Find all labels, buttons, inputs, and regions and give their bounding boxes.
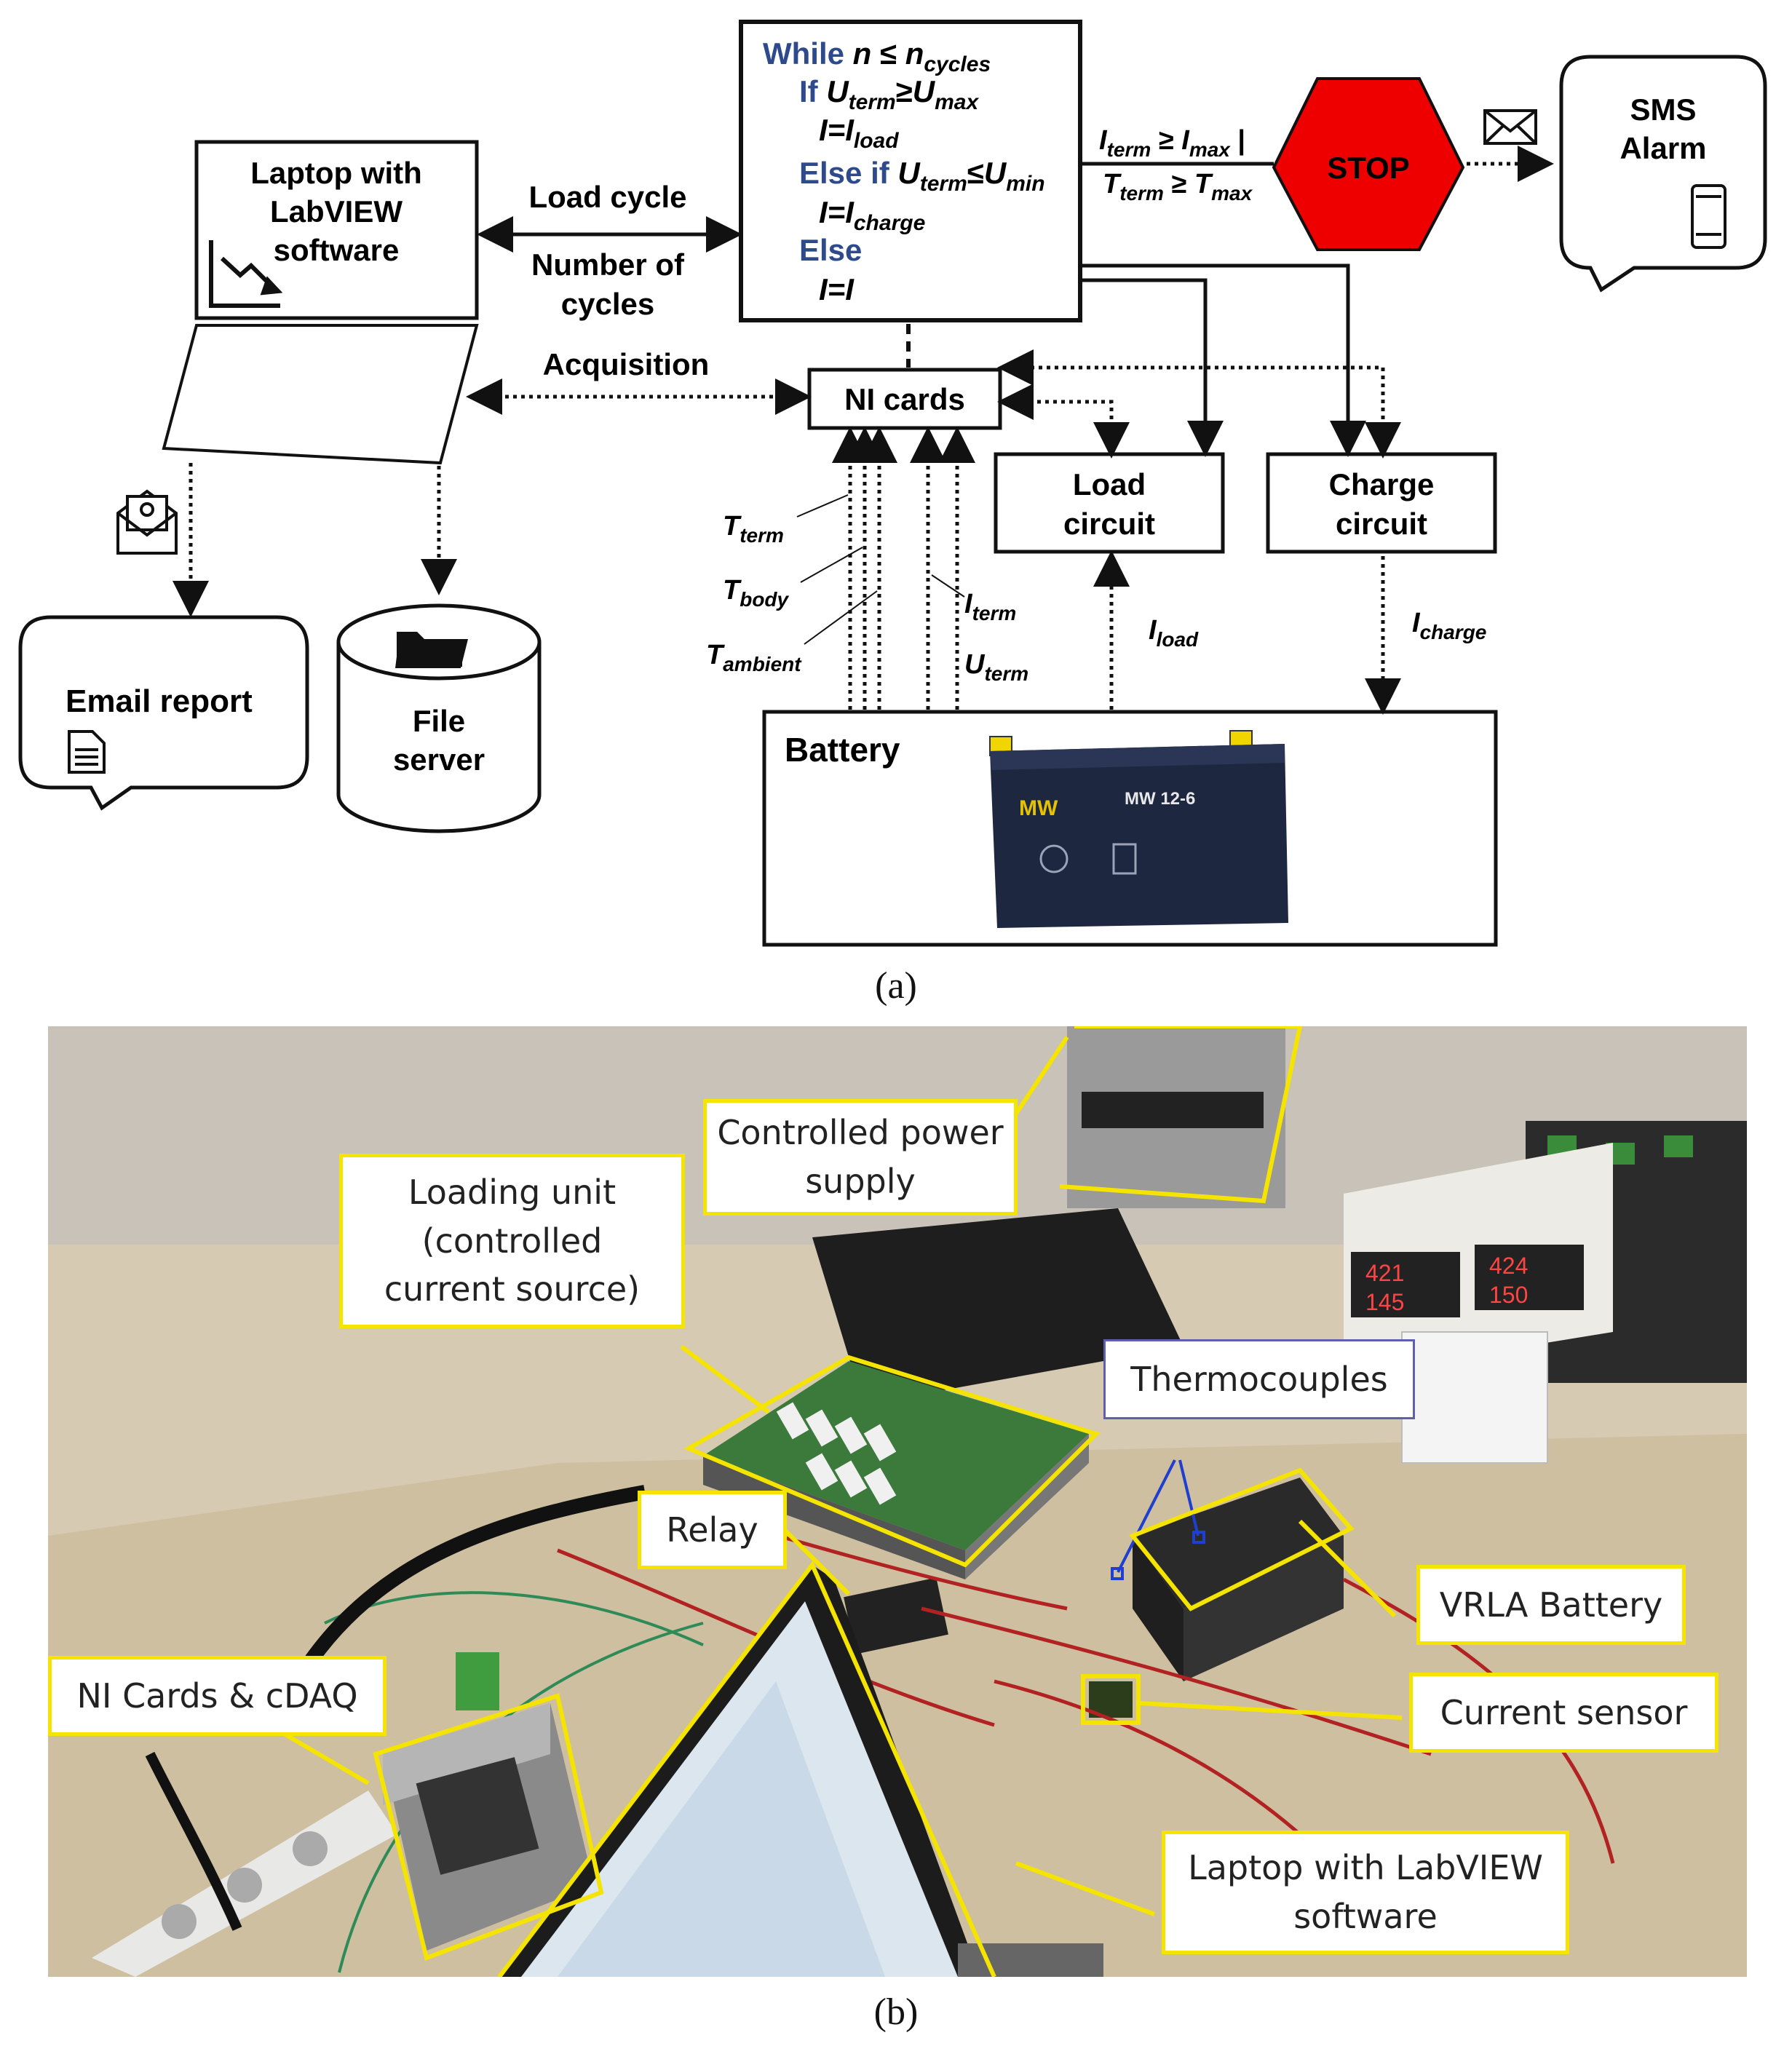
callout-controlled-power-supply: Controlled power supply [703,1099,1018,1216]
block-diagram: Laptop with LabVIEW software While n ≤ n… [18,20,1767,947]
laptop-label-1: Laptop with [250,156,422,190]
laptop-label-3: software [274,233,400,267]
caption-b: (b) [873,1991,919,2033]
ctrl-line-icharge: I=Icharge [819,195,925,235]
ctrl-line-if: If Uterm≥Umax [799,74,979,114]
laptop-label-2: LabVIEW [270,194,403,229]
file-server-label-2: server [393,742,485,777]
ps-display-3: 424 [1489,1253,1528,1279]
leader-i-term [931,574,965,598]
laptop-outline [497,1561,996,1977]
load-circuit-label-2: circuit [1063,507,1155,541]
charge-circuit-label-1: Charge [1329,467,1435,501]
leader-t-ambient [804,590,878,645]
stop-label: STOP [1327,151,1410,185]
ctrl-load-line [1080,278,1224,457]
acquisition-label: Acquisition [543,347,710,381]
laptop-leader [1015,1861,1156,1916]
caption-a: (a) [875,965,917,1007]
laptop-screen [194,140,479,320]
load-cycle-label: Load cycle [528,180,686,214]
charge-ni-dotted [997,349,1401,459]
laptop-node: Laptop with LabVIEW software [162,140,479,465]
ps-display-4: 150 [1489,1282,1528,1308]
vrla-outline [1129,1467,1355,1611]
i-term-label: Iterm [964,589,1016,624]
relay-leader [781,1526,851,1596]
ps-display-1: 421 [1365,1260,1404,1286]
leader-t-term [796,494,849,518]
charge-circuit-box [1266,452,1497,554]
callout-laptop-labview: Laptop with LabVIEW software [1162,1831,1569,1954]
current-sensor-leader [1139,1701,1403,1720]
i-charge-label: Icharge [1412,608,1486,643]
ctrl-charge-line [1080,263,1366,457]
ctrl-line-while: While n ≤ ncycles [763,36,991,76]
current-sensor-outline [1081,1674,1141,1725]
ctrl-line-iload: I=Iload [819,113,899,153]
ctrl-line-else: Else [799,233,862,267]
envelope-icon [1483,109,1537,145]
ni-cards-label: NI cards [844,382,965,416]
loading-unit-leader [680,1344,770,1414]
ps-display-2: 145 [1365,1289,1404,1315]
email-report-label: Email report [66,683,253,719]
ctrl-line-elseif: Else if Uterm≤Umin [799,156,1045,196]
u-term-label: Uterm [964,649,1028,685]
t-term-label: Tterm [723,511,784,547]
controller-box: While n ≤ ncycles If Uterm≥Umax I=Iload … [739,20,1082,322]
stop-condition-T: Tterm ≥ Tmax [1103,169,1253,205]
email-envelope-icon [116,489,178,555]
callout-current-sensor: Current sensor [1409,1673,1718,1753]
battery-label: Battery [785,731,900,769]
cdaq-outline [373,1693,604,1961]
document-icon [68,730,106,774]
laptop-keyboard [162,324,479,465]
sms-label-2: Alarm [1619,131,1706,165]
i-load-label: Iload [1149,615,1199,651]
callout-vrla-battery: VRLA Battery [1416,1565,1686,1645]
vrla-leader [1298,1519,1397,1618]
stop-sign [1272,77,1465,251]
number-of-label: Number of [531,247,685,282]
file-server-label-1: File [413,704,465,738]
cycles-label: cycles [561,287,654,321]
battery-brand-text: MW [1019,796,1058,820]
battery-image: MW MW 12-6 [989,730,1288,928]
charge-circuit-label-2: circuit [1336,507,1427,541]
t-body-label: Tbody [723,575,790,611]
phone-icon [1691,184,1726,249]
power-supply-outline [1059,1026,1303,1204]
folder-icon [395,632,468,668]
callout-loading-unit: Loading unit (controlled current source) [339,1154,685,1328]
callout-thermocouples: Thermocouples [1103,1339,1415,1419]
leader-t-body [800,547,863,583]
callout-ni-cards-cdaq: NI Cards & cDAQ [48,1656,386,1736]
trend-chart-icon [209,240,283,308]
load-ni-dotted [997,384,1130,459]
setup-photo: 421 145 424 150 [48,1026,1747,1977]
loading-unit-outline [683,1355,1101,1568]
stop-condition-I: Iterm ≥ Imax | [1099,125,1245,161]
power-supply-leader [1014,1036,1069,1115]
battery-model-text: MW 12-6 [1125,789,1195,809]
load-circuit-label-1: Load [1073,467,1146,501]
sms-label-1: SMS [1630,92,1696,127]
ctrl-line-ii: I=I [819,272,855,306]
sms-alarm-bubble [1559,55,1767,293]
t-ambient-label: Tambient [706,640,802,675]
callout-relay: Relay [638,1491,787,1569]
